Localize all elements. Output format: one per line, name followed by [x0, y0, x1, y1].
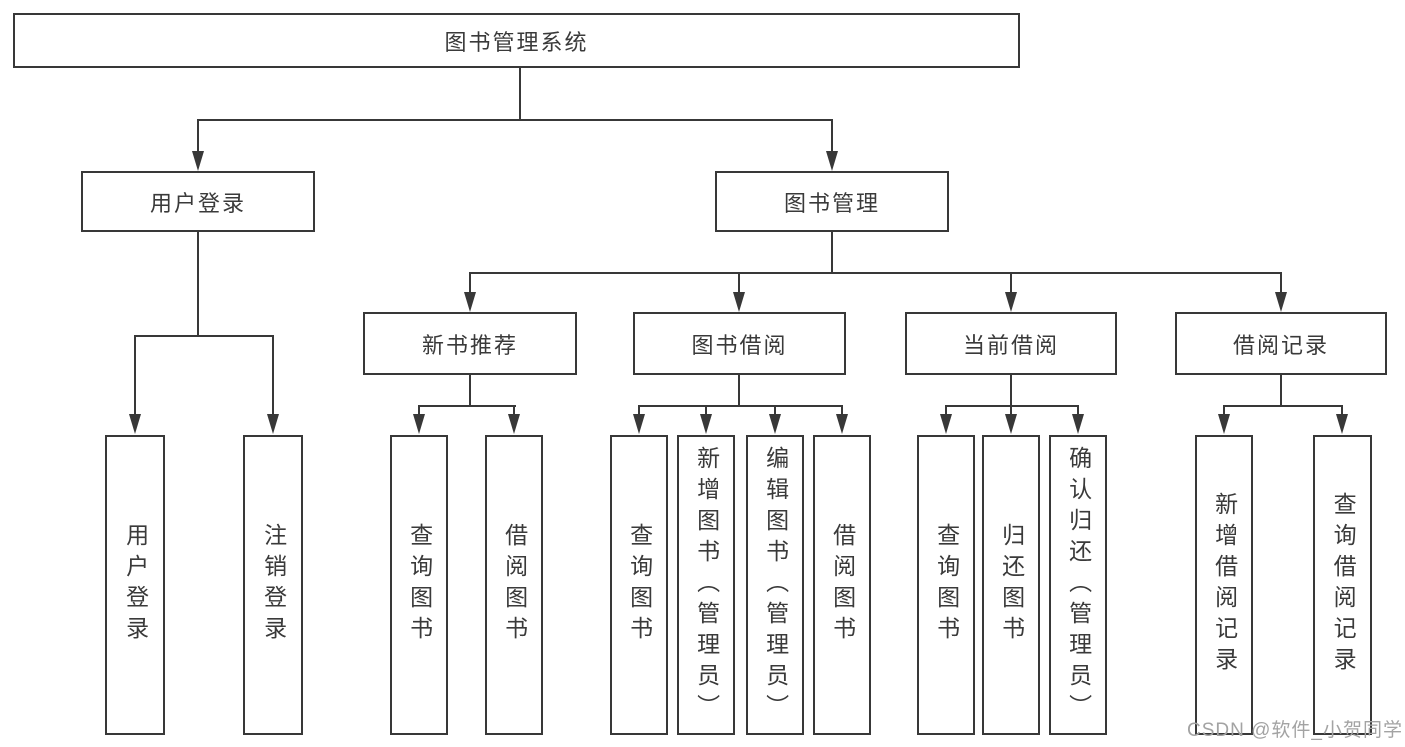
node-book-borrow: 图书借阅 [633, 312, 846, 375]
node-borrow-records: 借阅记录 [1175, 312, 1387, 375]
connector-vline [945, 405, 947, 416]
leaf-current-confirm-label: 确认归还（管理员） [1065, 445, 1092, 725]
leaf-user-login-label: 用户登录 [122, 523, 149, 647]
connector-hline [418, 405, 516, 407]
connector-hline [638, 405, 843, 407]
leaf-newbooks-borrow-label: 借阅图书 [501, 523, 528, 647]
arrow-down-icon [1005, 292, 1017, 312]
leaf-borrow-query-label: 查询图书 [626, 523, 653, 647]
connector-vline [1010, 373, 1012, 407]
connector-vline [738, 373, 740, 407]
leaf-current-return-label: 归还图书 [998, 523, 1025, 647]
leaf-logout: 注销登录 [243, 435, 303, 735]
leaf-borrow-edit-label: 编辑图书（管理员） [762, 445, 789, 725]
connector-vline [831, 119, 833, 153]
leaf-records-query-label: 查询借阅记录 [1330, 492, 1357, 678]
arrow-down-icon [1072, 414, 1084, 434]
leaf-borrow-book: 借阅图书 [813, 435, 871, 735]
connector-vline [738, 272, 740, 293]
connector-vline [831, 230, 833, 274]
arrow-down-icon [1336, 414, 1348, 434]
connector-vline [1010, 272, 1012, 293]
leaf-current-query-label: 查询图书 [933, 523, 960, 647]
node-root-label: 图书管理系统 [444, 29, 589, 55]
node-book-mgmt: 图书管理 [715, 171, 949, 232]
arrow-down-icon [1005, 414, 1017, 434]
connector-hline [945, 405, 1079, 407]
connector-hline [197, 119, 833, 121]
arrow-down-icon [733, 292, 745, 312]
leaf-borrow-query: 查询图书 [610, 435, 668, 735]
connector-hline [469, 272, 1282, 274]
node-borrow-records-label: 借阅记录 [1232, 332, 1329, 358]
leaf-records-add: 新增借阅记录 [1195, 435, 1253, 735]
leaf-records-query: 查询借阅记录 [1313, 435, 1372, 735]
connector-hline [134, 335, 274, 337]
leaf-newbooks-borrow: 借阅图书 [485, 435, 543, 735]
arrow-down-icon [633, 414, 645, 434]
node-current-borrow: 当前借阅 [905, 312, 1117, 375]
connector-vline [1010, 405, 1012, 416]
node-user-login-label: 用户登录 [149, 190, 246, 216]
leaf-newbooks-query: 查询图书 [390, 435, 448, 735]
leaf-borrow-book-label: 借阅图书 [829, 523, 856, 647]
node-new-books-label: 新书推荐 [421, 332, 518, 358]
arrow-down-icon [826, 151, 838, 171]
arrow-down-icon [508, 414, 520, 434]
connector-vline [469, 373, 471, 407]
node-new-books: 新书推荐 [363, 312, 577, 375]
leaf-current-return: 归还图书 [982, 435, 1040, 735]
arrow-down-icon [192, 151, 204, 171]
arrow-down-icon [700, 414, 712, 434]
connector-vline [1280, 373, 1282, 407]
leaf-newbooks-query-label: 查询图书 [406, 523, 433, 647]
leaf-borrow-add-label: 新增图书（管理员） [693, 445, 720, 725]
connector-vline [1280, 272, 1282, 293]
connector-vline [519, 68, 521, 121]
leaf-records-add-label: 新增借阅记录 [1211, 492, 1238, 678]
arrow-down-icon [940, 414, 952, 434]
connector-vline [1223, 405, 1225, 416]
leaf-logout-label: 注销登录 [260, 523, 287, 647]
leaf-borrow-edit: 编辑图书（管理员） [746, 435, 804, 735]
leaf-current-query: 查询图书 [917, 435, 975, 735]
node-user-login: 用户登录 [81, 171, 315, 232]
connector-vline [774, 405, 776, 416]
node-root: 图书管理系统 [13, 13, 1020, 68]
watermark: CSDN @软件_小贺同学 [1187, 720, 1403, 741]
leaf-borrow-add: 新增图书（管理员） [677, 435, 735, 735]
arrow-down-icon [464, 292, 476, 312]
connector-vline [134, 335, 136, 415]
node-current-borrow-label: 当前借阅 [962, 332, 1059, 358]
arrow-down-icon [267, 414, 279, 434]
connector-vline [1341, 405, 1343, 416]
connector-vline [272, 335, 274, 415]
connector-vline [469, 272, 471, 293]
connector-vline [513, 405, 515, 416]
arrow-down-icon [129, 414, 141, 434]
arrow-down-icon [1275, 292, 1287, 312]
arrow-down-icon [1218, 414, 1230, 434]
connector-vline [1077, 405, 1079, 416]
arrow-down-icon [769, 414, 781, 434]
connector-vline [418, 405, 420, 416]
arrow-down-icon [836, 414, 848, 434]
connector-hline [1223, 405, 1343, 407]
connector-vline [638, 405, 640, 416]
connector-vline [705, 405, 707, 416]
connector-vline [841, 405, 843, 416]
leaf-user-login: 用户登录 [105, 435, 165, 735]
connector-vline [197, 230, 199, 337]
arrow-down-icon [413, 414, 425, 434]
node-book-mgmt-label: 图书管理 [783, 190, 880, 216]
connector-vline [197, 119, 199, 153]
leaf-current-confirm: 确认归还（管理员） [1049, 435, 1107, 735]
node-book-borrow-label: 图书借阅 [691, 332, 788, 358]
